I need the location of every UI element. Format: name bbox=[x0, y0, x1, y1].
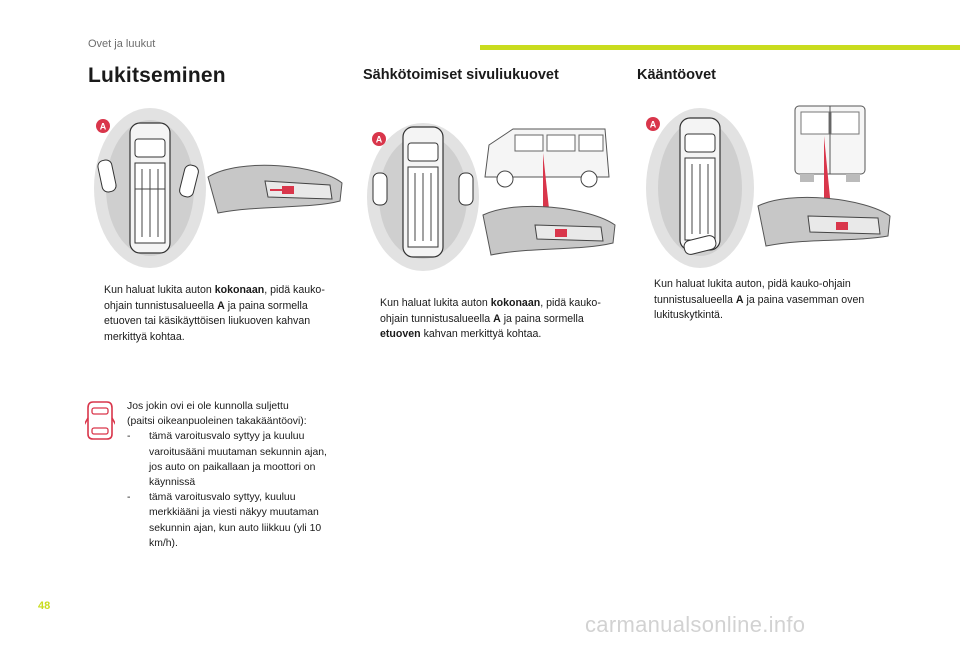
zone-a-label: A bbox=[100, 122, 107, 132]
warning-item: - tämä varoitusvalo syttyy, kuuluu merkk… bbox=[127, 490, 342, 551]
dash-marker: - bbox=[127, 431, 131, 443]
section-accent-bar bbox=[480, 45, 960, 50]
instruction-lukitseminen: Kun haluat lukita auton kokonaan, pidä k… bbox=[88, 283, 338, 345]
text-bold: A bbox=[493, 312, 501, 325]
instruction-kaantoovet: Kun haluat lukita auton, pidä kauko-ohja… bbox=[638, 277, 878, 324]
warning-item-text: tämä varoitusvalo syttyy ja kuuluu varoi… bbox=[149, 431, 327, 489]
title-lukitseminen: Lukitseminen bbox=[88, 64, 226, 87]
key-fob-icon bbox=[683, 235, 717, 255]
text-segment: ja paina vasemman oven lukituskytkintä. bbox=[654, 293, 865, 322]
figure-lukitseminen: A bbox=[94, 108, 343, 268]
dash-marker: - bbox=[127, 492, 131, 504]
warning-line: (paitsi oikeanpuoleinen takakääntöovi): bbox=[127, 416, 307, 428]
text-segment: , pidä kauko-ohjain tunnistusalueella bbox=[104, 284, 325, 312]
warning-line: Jos jokin ovi ei ole kunnolla suljettu bbox=[127, 401, 289, 412]
van-top-view bbox=[402, 126, 444, 258]
key-fob-right-icon bbox=[179, 164, 199, 198]
text-segment: Kun haluat lukita auton bbox=[104, 284, 215, 296]
watermark: carmanualsonline.info bbox=[585, 612, 806, 637]
hand-on-handle bbox=[482, 205, 616, 256]
text-segment: Kun haluat lukita auton bbox=[380, 297, 491, 309]
section-header: Ovet ja luukut bbox=[88, 38, 156, 50]
text-bold: kokonaan bbox=[490, 297, 541, 309]
zone-a-marker bbox=[372, 132, 386, 146]
text-segment: ja paina sormella bbox=[500, 312, 584, 325]
text-segment: Kun haluat lukita auton, pidä kauko-ohja… bbox=[654, 278, 851, 306]
figure-kaantoovet: A bbox=[646, 105, 891, 268]
text-bold: kokonaan bbox=[214, 284, 265, 296]
text-segment: kahvan merkittyä kohtaa. bbox=[420, 328, 542, 340]
handle-mark bbox=[836, 222, 848, 230]
zone-a-marker bbox=[646, 117, 660, 131]
text-bold: etuoven bbox=[380, 328, 421, 340]
zone-a-label: A bbox=[376, 135, 383, 145]
text-segment: , pidä kauko-ohjain tunnistusalueella bbox=[380, 297, 601, 325]
key-fob-right-icon bbox=[458, 172, 474, 206]
van-top-view bbox=[679, 117, 721, 251]
door-warning-note: Jos jokin ovi ei ole kunnolla suljettu (… bbox=[127, 399, 342, 551]
page-number: 48 bbox=[38, 600, 51, 612]
text-bold: A bbox=[217, 299, 225, 312]
handle-mark bbox=[282, 186, 294, 194]
warning-item: - tämä varoitusvalo syttyy ja kuuluu var… bbox=[127, 429, 342, 490]
handle-mark bbox=[555, 229, 567, 237]
title-sivuliukuovet: Sähkötoimiset sivuliukuovet bbox=[363, 67, 559, 83]
van-rear-view bbox=[794, 105, 866, 218]
instruction-sivuliukuovet: Kun haluat lukita auton kokonaan, pidä k… bbox=[364, 296, 619, 343]
zone-a-label: A bbox=[650, 120, 657, 130]
open-door-car-icon bbox=[85, 401, 115, 440]
van-top-view bbox=[129, 122, 171, 254]
van-side-view bbox=[484, 128, 610, 227]
key-fob-left-icon bbox=[372, 172, 388, 206]
text-segment: ja paina sormella etuoven tai käsikäyttö… bbox=[104, 299, 311, 343]
key-fob-left-icon bbox=[97, 159, 117, 193]
zone-a-marker bbox=[96, 119, 110, 133]
hand-on-handle bbox=[757, 196, 891, 247]
warning-item-text: tämä varoitusvalo syttyy, kuuluu merkkiä… bbox=[149, 492, 322, 549]
hand-on-handle bbox=[207, 164, 343, 214]
text-bold: A bbox=[735, 293, 744, 306]
figure-sivuliukuovet: A bbox=[367, 123, 616, 271]
title-kaantoovet: Kääntöovet bbox=[637, 67, 716, 83]
